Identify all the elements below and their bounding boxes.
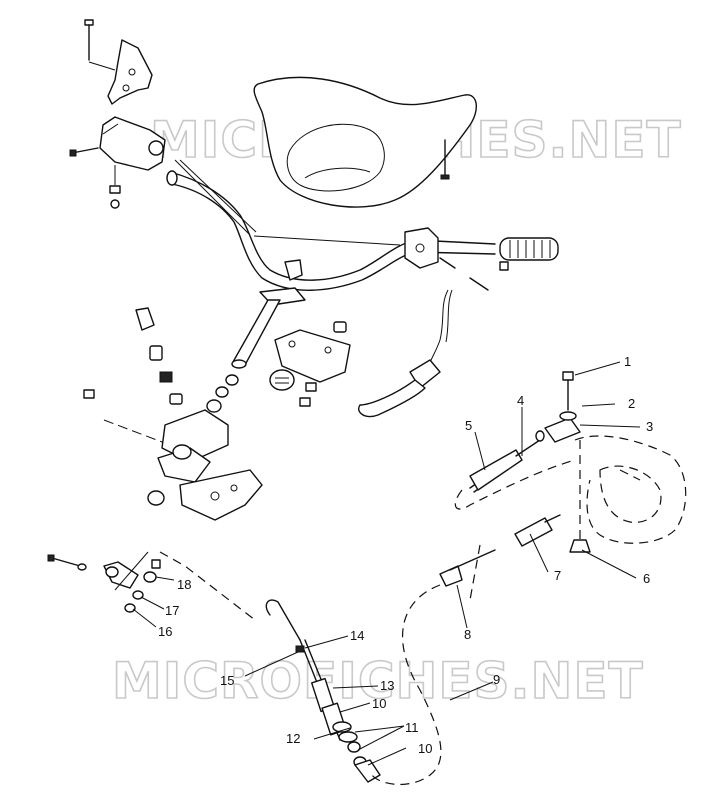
- callout-16: 16: [158, 624, 172, 639]
- steering-post: [231, 259, 306, 369]
- callout-13: 13: [380, 678, 394, 693]
- callout-18: 18: [177, 577, 191, 592]
- steering-support-bracket: [103, 409, 263, 521]
- pad-bolt: [440, 139, 450, 180]
- callout-9: 9: [493, 672, 500, 687]
- handlebar: [166, 159, 559, 291]
- callout-15: 15: [220, 673, 234, 688]
- top-left-throttle-group: [69, 19, 166, 209]
- lever-assembly: [47, 551, 161, 613]
- carburetor-outline: [574, 435, 687, 544]
- throttle-housing: [99, 116, 166, 171]
- housing-nut-washer: [109, 165, 121, 209]
- callout-leaders: [132, 361, 641, 766]
- callout-12: 12: [286, 731, 300, 746]
- mount-bolt: [84, 19, 94, 61]
- throttle-cable-right: [371, 514, 561, 786]
- bolt-leader: [88, 61, 116, 71]
- handlebar-pad: [253, 76, 477, 208]
- housing-screw: [69, 147, 99, 157]
- callout-10b: 10: [418, 741, 432, 756]
- handlebar-grip: [499, 237, 559, 261]
- callout-11: 11: [405, 720, 419, 735]
- callout-8: 8: [464, 627, 471, 642]
- callout-6: 6: [643, 571, 650, 586]
- switch-housing: [404, 227, 439, 269]
- callout-3: 3: [646, 419, 653, 434]
- center-fasteners: [83, 307, 239, 413]
- callout-2: 2: [628, 396, 635, 411]
- choke-cable-assembly: [454, 371, 591, 553]
- callout-labels: 1 2 3 4 5 6 7 8 9 10 10 11 12 13 14 15 1…: [158, 354, 653, 756]
- switch-screws: [439, 257, 509, 291]
- round-knob: [269, 369, 295, 391]
- callout-5: 5: [465, 418, 472, 433]
- callout-14: 14: [350, 628, 364, 643]
- mount-bracket: [107, 39, 153, 105]
- callout-4: 4: [517, 393, 524, 408]
- kill-switch-tether: [358, 289, 453, 418]
- watermark-bottom: MICROFICHES.NET: [112, 652, 644, 710]
- callout-7: 7: [554, 568, 561, 583]
- callout-1: 1: [624, 354, 631, 369]
- callout-17: 17: [165, 603, 179, 618]
- cover-plate: [269, 321, 351, 407]
- callout-10a: 10: [372, 696, 386, 711]
